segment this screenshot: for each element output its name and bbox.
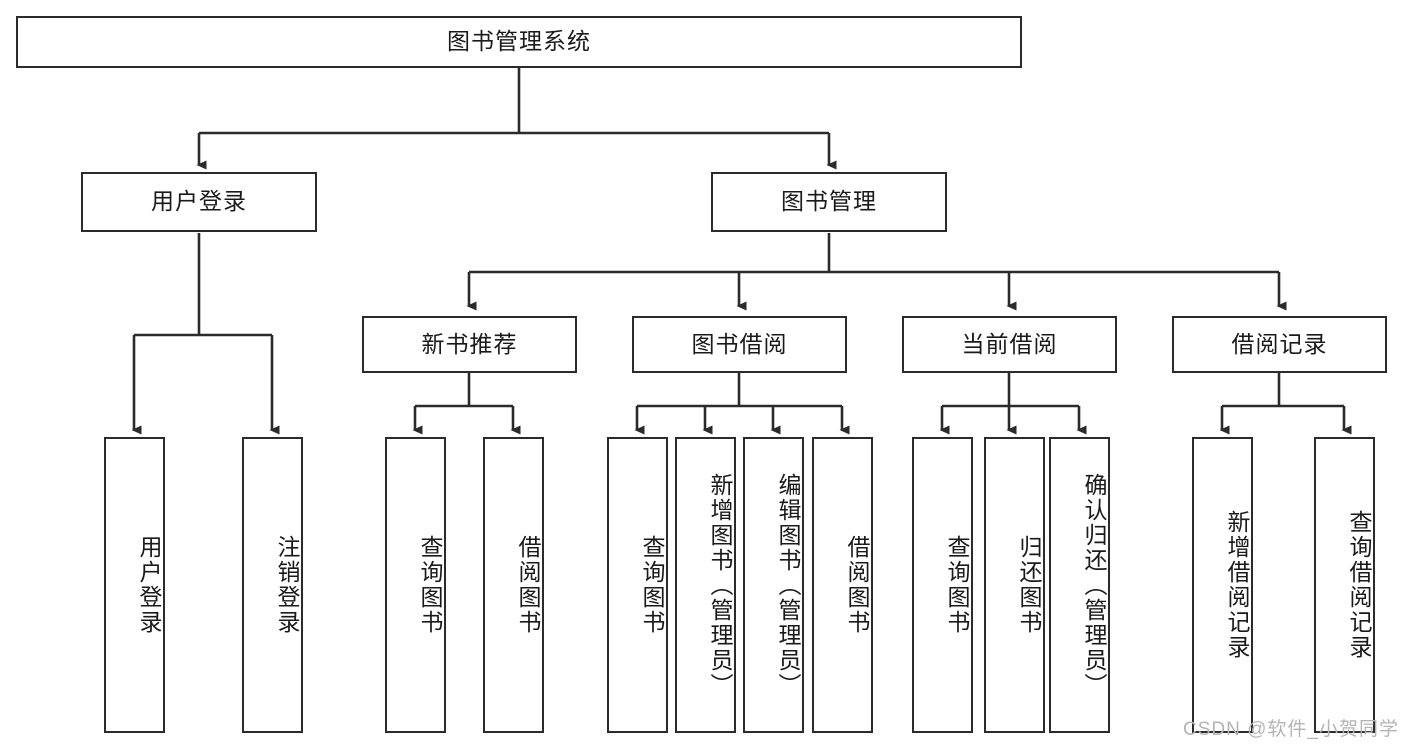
- leaf-recommend-borrow-book[interactable]: 借阅图书: [483, 437, 544, 733]
- leaf-label: 新增图书（管理员）: [707, 472, 733, 698]
- leaf-user-login-login[interactable]: 用户登录: [104, 437, 165, 733]
- leaf-record-query-record[interactable]: 查询借阅记录: [1314, 437, 1375, 733]
- leaf-record-add-record[interactable]: 新增借阅记录: [1192, 437, 1253, 733]
- leaf-label: 借阅图书: [844, 535, 870, 635]
- leaf-label: 新增借阅记录: [1224, 510, 1250, 660]
- leaf-borrow-query-book[interactable]: 查询图书: [607, 437, 668, 733]
- leaf-label: 查询图书: [639, 535, 665, 635]
- node-root-system[interactable]: 图书管理系统: [16, 16, 1022, 68]
- csdn-watermark: CSDN @软件_小贺同学: [1183, 719, 1399, 740]
- node-borrow-record[interactable]: 借阅记录: [1172, 316, 1387, 373]
- node-current-borrow[interactable]: 当前借阅: [902, 316, 1117, 373]
- leaf-label: 归还图书: [1016, 535, 1042, 635]
- node-user-login[interactable]: 用户登录: [81, 172, 317, 232]
- leaf-label: 编辑图书（管理员）: [775, 472, 801, 698]
- node-book-management[interactable]: 图书管理: [711, 172, 947, 232]
- leaf-label: 查询借阅记录: [1346, 510, 1372, 660]
- leaf-user-login-logout[interactable]: 注销登录: [242, 437, 303, 733]
- leaf-current-return-book[interactable]: 归还图书: [984, 437, 1045, 733]
- node-book-borrow[interactable]: 图书借阅: [632, 316, 847, 373]
- leaf-borrow-edit-book-admin[interactable]: 编辑图书（管理员）: [743, 437, 804, 733]
- leaf-label: 查询图书: [944, 535, 970, 635]
- leaf-current-query-book[interactable]: 查询图书: [912, 437, 973, 733]
- leaf-label: 确认归还（管理员）: [1081, 472, 1107, 698]
- leaf-label: 借阅图书: [515, 535, 541, 635]
- leaf-label: 查询图书: [417, 535, 443, 635]
- leaf-borrow-borrow-book[interactable]: 借阅图书: [812, 437, 873, 733]
- leaf-borrow-add-book-admin[interactable]: 新增图书（管理员）: [675, 437, 736, 733]
- leaf-current-confirm-return-admin[interactable]: 确认归还（管理员）: [1049, 437, 1110, 733]
- leaf-label: 注销登录: [274, 535, 300, 635]
- leaf-label: 用户登录: [136, 535, 162, 635]
- leaf-recommend-query-book[interactable]: 查询图书: [385, 437, 446, 733]
- node-new-book-recommend[interactable]: 新书推荐: [362, 316, 577, 373]
